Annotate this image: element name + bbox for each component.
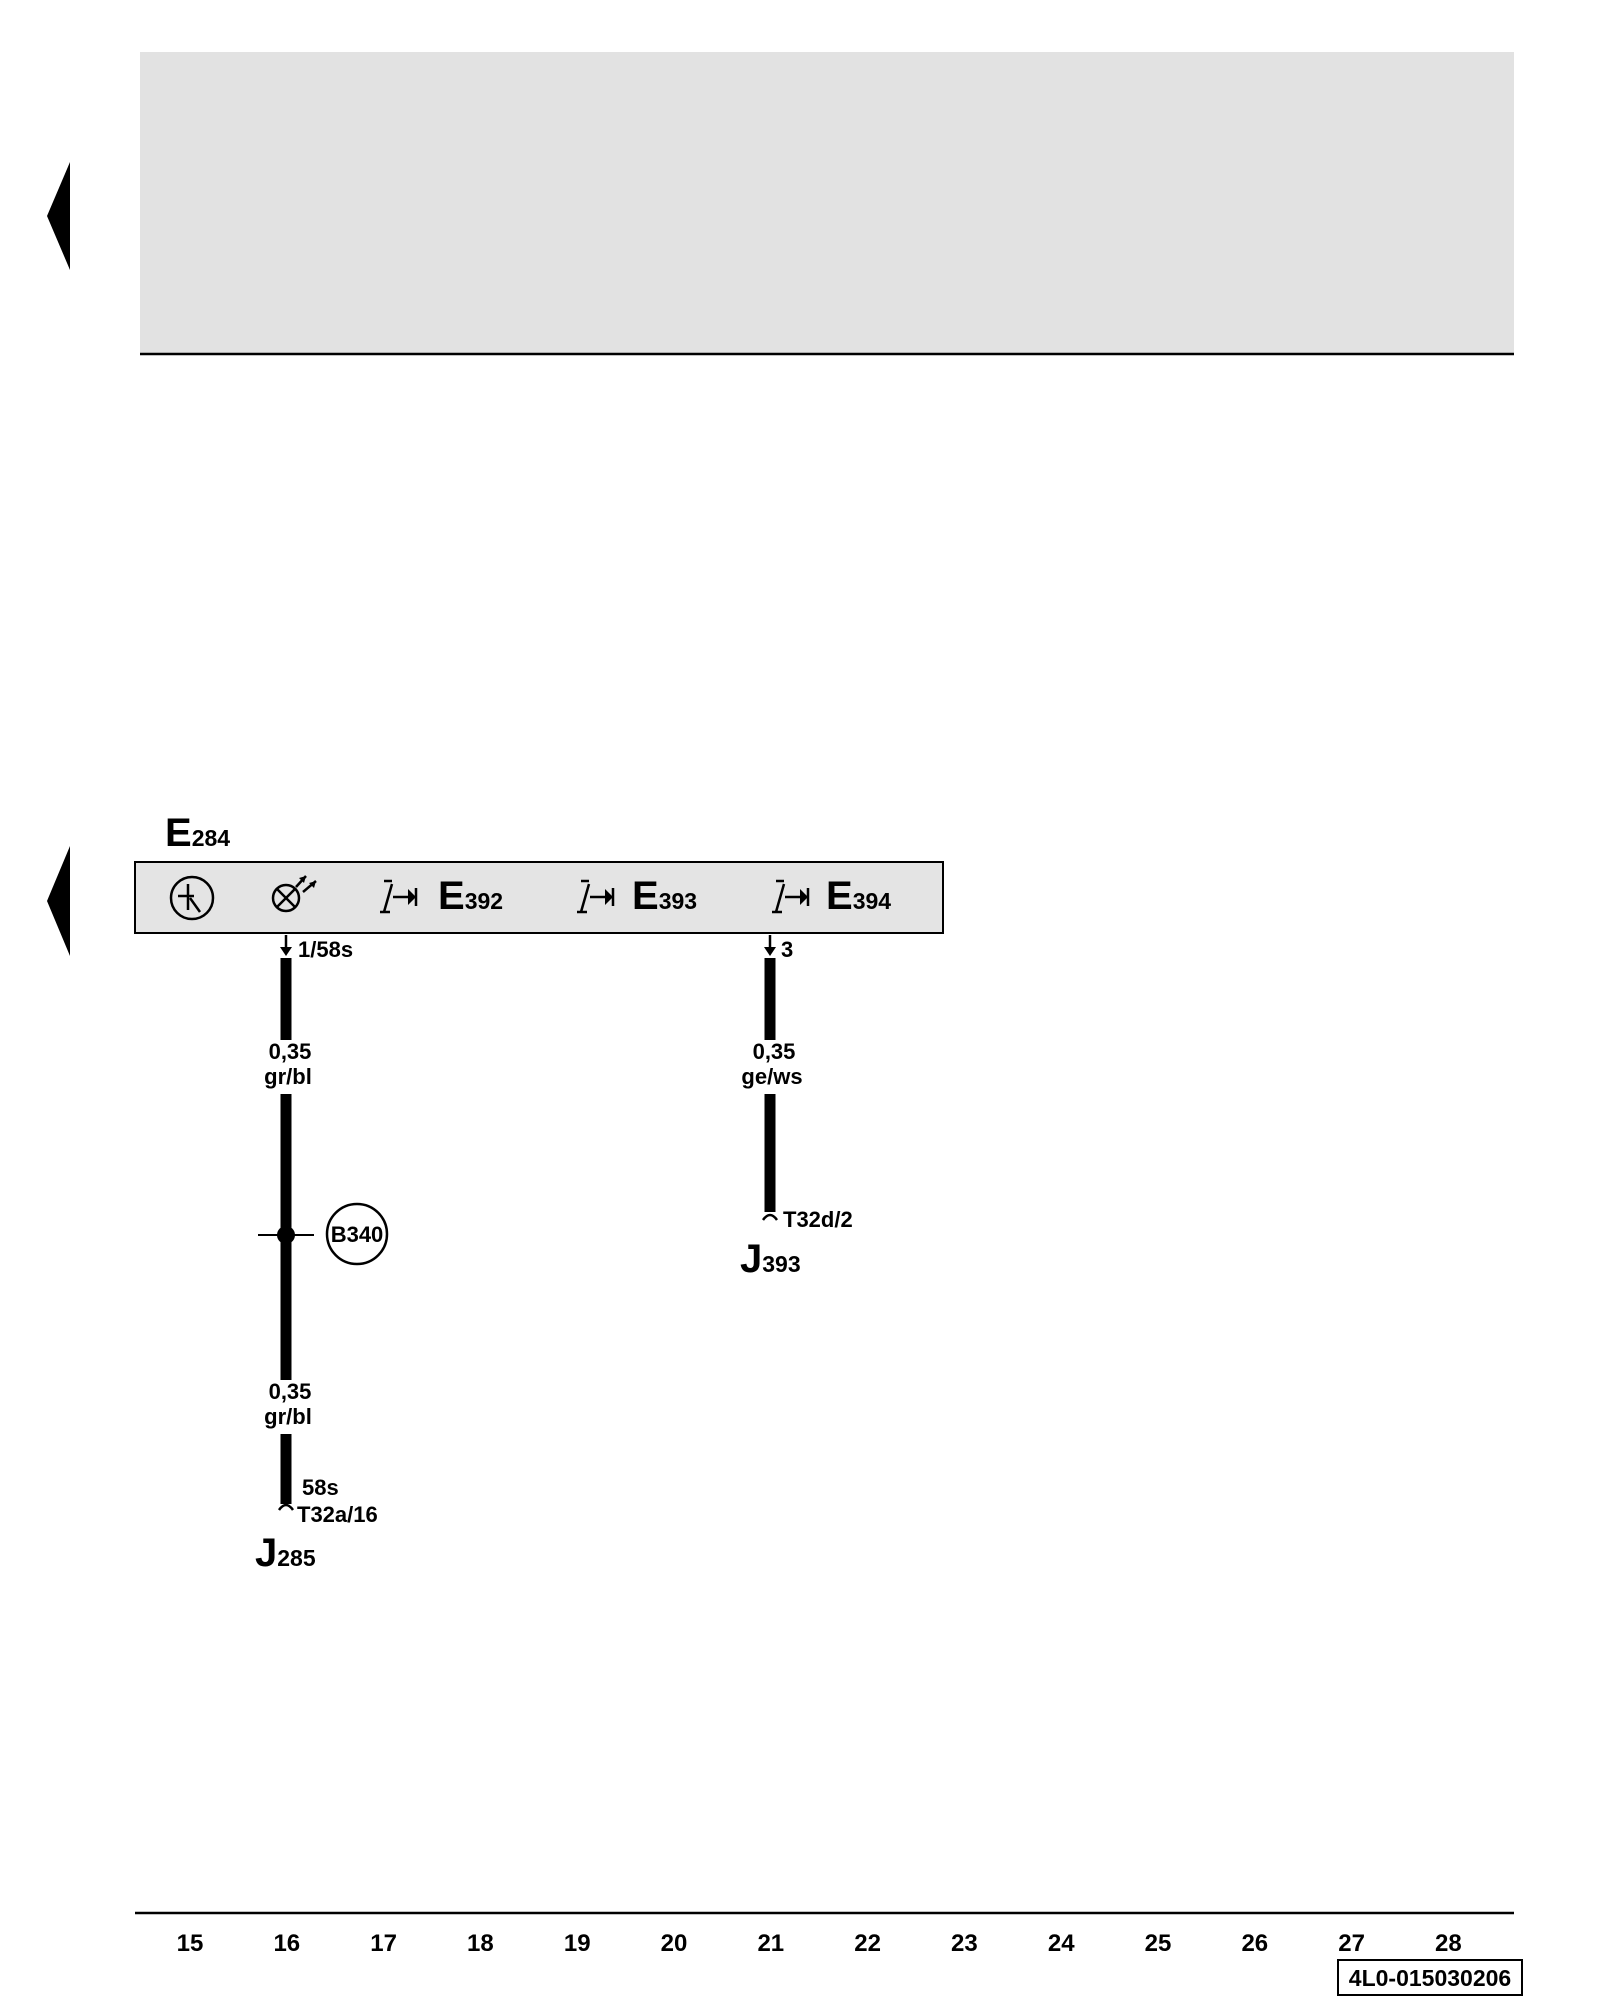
pushbutton-arrow-icon: [408, 889, 416, 905]
column-number: 27: [1338, 1930, 1365, 1957]
column-number: 24: [1048, 1930, 1075, 1957]
left-wire-gauge-2: 0,35: [269, 1379, 312, 1404]
header-panel: [140, 52, 1514, 354]
page-back-arrow-icon[interactable]: [47, 162, 70, 270]
right-wire-color: ge/ws: [741, 1064, 802, 1089]
left-wire-top-pin: 1/58s: [298, 937, 353, 962]
component-j285-label: J285: [255, 1531, 316, 1575]
column-number: 28: [1435, 1930, 1462, 1957]
column-number: 22: [854, 1930, 881, 1957]
left-wire-gauge-1: 0,35: [269, 1039, 312, 1064]
lamp-ray-arrow-icon: [309, 881, 316, 888]
connector-pin-arrow-icon: [764, 935, 776, 956]
column-number: 21: [757, 1930, 784, 1957]
left-wire-color-2: gr/bl: [264, 1404, 312, 1429]
control-unit-e284-box: [134, 861, 944, 934]
left-wire-end-connector: T32a/16: [297, 1502, 378, 1527]
right-wire-top-pin: 3: [781, 937, 793, 962]
section-back-arrow-icon[interactable]: [47, 846, 70, 956]
component-j393-label: J393: [740, 1237, 801, 1281]
right-wire-end-connector: T32d/2: [783, 1207, 853, 1232]
splice-dot-icon: [277, 1226, 295, 1244]
right-wire-gauge: 0,35: [753, 1039, 796, 1064]
column-number: 19: [564, 1930, 591, 1957]
column-number: 16: [273, 1930, 300, 1957]
component-e393-label: E393: [632, 874, 697, 918]
connector-socket-icon: [761, 1213, 779, 1221]
lamp-ray-arrow-icon: [299, 876, 306, 883]
touch-control-icon: [169, 875, 215, 921]
pushbutton-switch-icon: [380, 879, 418, 914]
pushbutton-switch-icon: [772, 879, 810, 914]
pushbutton-arrow-icon: [605, 889, 613, 905]
connector-socket-icon: [277, 1503, 295, 1511]
column-number: 23: [951, 1930, 978, 1957]
column-number-row: 15 16 17 18 19 20 21 22 23 24 25 26 27 28: [177, 1930, 1462, 1957]
splice-b340-label: B340: [331, 1222, 384, 1247]
pushbutton-arrow-icon: [800, 889, 808, 905]
left-wire-color-1: gr/bl: [264, 1064, 312, 1089]
column-number: 26: [1241, 1930, 1268, 1957]
component-e284-label: E284: [165, 811, 230, 855]
column-number: 17: [370, 1930, 397, 1957]
illuminated-lamp-icon: [271, 875, 317, 913]
column-number: 20: [661, 1930, 688, 1957]
component-e392-label: E392: [438, 874, 503, 918]
document-id: 4L0-015030206: [1349, 1965, 1511, 1991]
connector-pin-arrow-icon: [280, 935, 292, 956]
column-number: 18: [467, 1930, 494, 1957]
component-e394-label: E394: [826, 874, 891, 918]
splice-b340-circle: [325, 1202, 389, 1266]
column-number: 15: [177, 1930, 204, 1957]
column-number: 25: [1145, 1930, 1172, 1957]
document-id-box: [1337, 1959, 1523, 1996]
left-wire-end-pin-code: 58s: [302, 1475, 339, 1500]
pushbutton-switch-icon: [577, 879, 615, 914]
